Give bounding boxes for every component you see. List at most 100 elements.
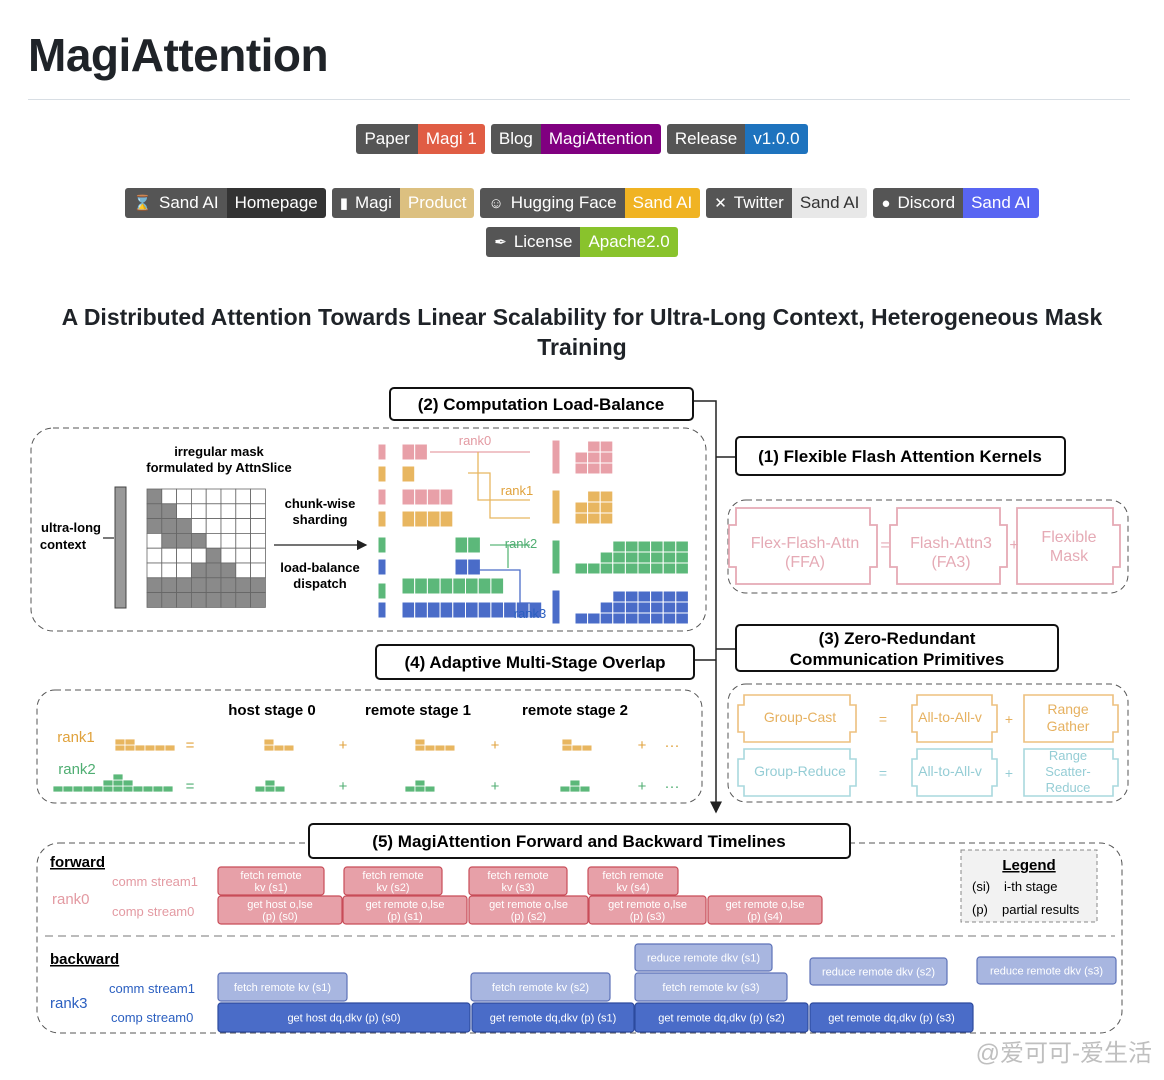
fwd-fetch-block xyxy=(217,866,325,896)
stage-block xyxy=(444,744,456,752)
stage-block xyxy=(62,785,74,793)
fa3-line2: (FA3) xyxy=(931,554,970,571)
stage-block xyxy=(579,779,591,787)
mask-cell xyxy=(250,488,266,505)
stage-block xyxy=(72,785,84,793)
fwd-fetch-block-label: fetch remote xyxy=(362,870,423,882)
stage-block xyxy=(82,785,94,793)
rank-result-block xyxy=(587,451,601,464)
fwd-get-block-label: (p) (s1) xyxy=(387,911,422,923)
rank-result-block xyxy=(599,462,614,475)
stage-block xyxy=(464,785,476,793)
rank0-tag: rank0 xyxy=(459,433,492,448)
fwd-get-block xyxy=(468,895,589,925)
load-balance-label: load-balance xyxy=(280,560,359,575)
rank-result-block xyxy=(662,551,677,564)
shard-block xyxy=(490,577,505,595)
overlap-symbol: ··· xyxy=(665,778,680,795)
badge-label: Release xyxy=(674,129,738,148)
mask-cell xyxy=(161,488,178,505)
bwd-get-block-label: get remote dq,dkv (p) (s3) xyxy=(828,1013,955,1025)
shard-block xyxy=(414,488,428,506)
range-gather-l1: Range xyxy=(1047,701,1088,717)
stage-block xyxy=(434,744,446,752)
stage-block xyxy=(92,785,104,793)
badge-label: Magi xyxy=(355,193,392,212)
fwd-get-block-label: get host o,lse xyxy=(247,899,312,911)
rank-result-block xyxy=(587,612,601,625)
magi-icon: ▮ xyxy=(339,195,349,212)
overlap-symbol: = xyxy=(186,737,195,754)
overlap-symbol: ··· xyxy=(665,737,680,754)
fwd-get-block-label: (p) (s0) xyxy=(262,911,297,923)
box-flash-kernels-label: (1) Flexible Flash Attention Kernels xyxy=(758,447,1042,466)
stage-block xyxy=(539,785,551,793)
stage-block xyxy=(224,785,236,793)
mask-cell xyxy=(220,577,237,593)
stage-block xyxy=(254,785,266,793)
rank-result-block xyxy=(650,612,664,625)
box-zero-redundant-l2: Communication Primitives xyxy=(790,650,1004,669)
stage-block xyxy=(424,744,436,752)
mask-cell xyxy=(220,547,237,564)
shard-block xyxy=(439,577,454,595)
shard-chunk xyxy=(377,536,387,554)
mask-cell xyxy=(176,577,192,593)
rank-result-block xyxy=(637,601,652,614)
stage-block xyxy=(374,785,386,793)
stage-block xyxy=(264,773,276,781)
bwd-reduce-block xyxy=(634,943,773,972)
stage-block xyxy=(414,785,426,793)
shard-block xyxy=(452,601,466,619)
overlap-symbol: + xyxy=(638,778,647,795)
fwd-get-block-label: (p) (s2) xyxy=(511,911,546,923)
mask-cell xyxy=(161,533,178,549)
mask-cell xyxy=(161,518,178,534)
bwd-reduce-block-label: reduce remote dkv (s3) xyxy=(990,966,1103,978)
bwd-get-block xyxy=(809,1002,974,1033)
stage-block xyxy=(444,785,456,793)
rank-result-block xyxy=(587,562,601,575)
mask-cell xyxy=(235,503,252,519)
rank-result-block xyxy=(637,540,652,553)
stage-block xyxy=(601,744,613,752)
reduce-eq: = xyxy=(879,765,887,781)
shard-chunk xyxy=(377,443,387,461)
badge-label: Discord xyxy=(897,193,956,212)
stage-block xyxy=(112,779,124,787)
stage-block xyxy=(273,738,285,746)
rank-result-block xyxy=(675,562,689,575)
rank-result-block xyxy=(599,601,614,614)
rank-result-chunk xyxy=(551,489,561,525)
mask-cell xyxy=(250,592,266,608)
stage-block xyxy=(414,732,426,740)
mask-cell xyxy=(250,547,266,564)
rank-result-block xyxy=(612,590,626,603)
box-multi-stage-label: (4) Adaptive Multi-Stage Overlap xyxy=(404,653,665,672)
legend-si-desc: i-th stage xyxy=(1004,879,1057,894)
stage-block xyxy=(414,779,426,787)
bwd-get-block-label: get remote dq,dkv (p) (s2) xyxy=(658,1013,785,1025)
rank-result-block xyxy=(624,612,639,625)
stage-block xyxy=(303,744,315,752)
rank0-comm-stream: comm stream1 xyxy=(112,874,198,889)
shard-block xyxy=(401,601,416,619)
remote-stage1-label: remote stage 1 xyxy=(365,702,471,719)
stage-block xyxy=(144,744,156,752)
rank-result-block xyxy=(662,540,677,553)
mask-cell xyxy=(176,547,192,564)
shard-block xyxy=(426,577,441,595)
rank0-comp-stream: comp stream0 xyxy=(112,904,194,919)
bwd-get-block-label: get remote dq,dkv (p) (s1) xyxy=(490,1013,617,1025)
